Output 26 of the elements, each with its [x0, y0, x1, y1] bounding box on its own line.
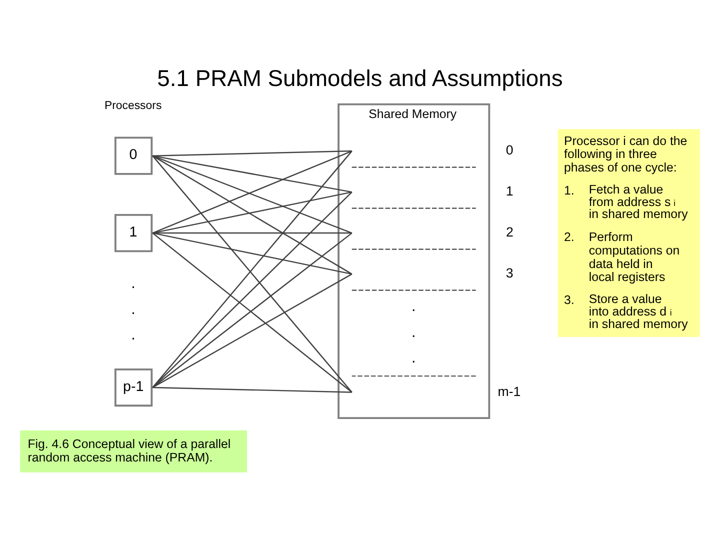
connector: [152, 191, 352, 234]
label: .: [411, 324, 416, 341]
connector: [152, 274, 352, 388]
node-box: 1: [114, 214, 153, 252]
connector: [152, 232, 352, 275]
label: .: [131, 300, 136, 318]
node-label: 1: [506, 184, 514, 199]
node-box: 0: [114, 136, 153, 175]
label: Processors: [104, 100, 162, 112]
connector: [152, 386, 352, 393]
diagram-title: 5.1 PRAM Submodels and Assumptions: [157, 64, 563, 91]
label: .: [131, 326, 136, 344]
label: .: [131, 275, 136, 292]
node-label: 3: [506, 266, 514, 281]
node-label: 2: [506, 224, 514, 240]
connector: [152, 155, 352, 275]
label: .: [411, 350, 416, 367]
node-label: 0: [506, 142, 514, 158]
connector: [152, 192, 352, 388]
connector: [152, 155, 352, 193]
connector: [152, 232, 352, 234]
label: .: [411, 298, 416, 316]
connector: [152, 150, 352, 156]
node-box: p-1: [114, 368, 153, 407]
node-label: m-1: [498, 384, 521, 399]
caption: Fig. 4.6 Conceptual view of a parallel random access machine (PRAM).: [28, 436, 231, 464]
